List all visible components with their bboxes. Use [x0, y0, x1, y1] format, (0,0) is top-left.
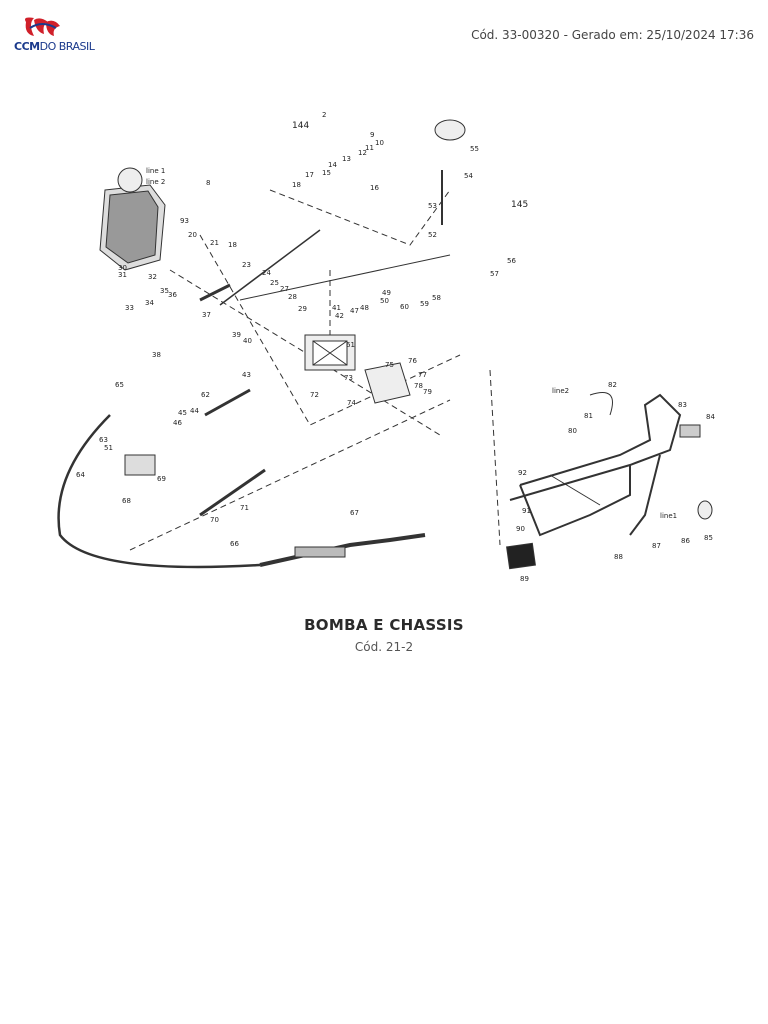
svg-text:72: 72: [310, 391, 319, 399]
svg-text:10: 10: [375, 139, 384, 147]
svg-text:82: 82: [608, 381, 617, 389]
svg-text:84: 84: [706, 413, 715, 421]
svg-text:46: 46: [173, 419, 182, 427]
svg-text:53: 53: [428, 202, 437, 210]
svg-text:81: 81: [584, 412, 593, 420]
svg-text:77: 77: [418, 371, 427, 379]
svg-text:33: 33: [125, 304, 134, 312]
svg-text:71: 71: [240, 504, 249, 512]
svg-text:41: 41: [332, 304, 341, 312]
brand-name-light: DO BRASIL: [39, 40, 95, 53]
svg-text:50: 50: [380, 297, 389, 305]
svg-text:93: 93: [180, 217, 189, 225]
brand-name-bold: CCM: [14, 40, 40, 53]
svg-text:38: 38: [152, 351, 161, 359]
svg-text:66: 66: [230, 540, 239, 548]
ccm-logo-icon: [25, 17, 60, 36]
svg-text:24: 24: [262, 269, 271, 277]
svg-text:68: 68: [122, 497, 131, 505]
svg-text:70: 70: [210, 516, 219, 524]
svg-text:79: 79: [423, 388, 432, 396]
svg-text:92: 92: [518, 469, 527, 477]
svg-text:60: 60: [400, 303, 409, 311]
svg-text:25: 25: [270, 279, 279, 287]
svg-text:83: 83: [678, 401, 687, 409]
svg-text:58: 58: [432, 294, 441, 302]
diagram-title: BOMBA E CHASSIS: [304, 616, 464, 634]
svg-text:80: 80: [568, 427, 577, 435]
svg-text:12: 12: [358, 149, 367, 157]
svg-text:9: 9: [370, 131, 374, 139]
svg-text:87: 87: [652, 542, 661, 550]
svg-text:28: 28: [288, 293, 297, 301]
svg-text:56: 56: [507, 257, 516, 265]
svg-text:52: 52: [428, 231, 437, 239]
svg-text:42: 42: [335, 312, 344, 320]
svg-text:69: 69: [157, 475, 166, 483]
document-meta: Cód. 33-00320 - Gerado em: 25/10/2024 17…: [471, 28, 754, 42]
svg-text:16: 16: [370, 184, 379, 192]
svg-text:73: 73: [344, 374, 353, 382]
exploded-parts-diagram: 144 2 9 10 11 12 13 14 15 17 18 16 8 lin…: [57, 111, 715, 583]
svg-text:43: 43: [242, 371, 251, 379]
svg-text:62: 62: [201, 391, 210, 399]
svg-text:line2: line2: [552, 387, 569, 395]
svg-text:2: 2: [322, 111, 326, 119]
svg-text:76: 76: [408, 357, 417, 365]
svg-text:8: 8: [206, 179, 210, 187]
svg-text:27: 27: [280, 285, 289, 293]
svg-text:31: 31: [118, 271, 127, 279]
svg-text:18: 18: [292, 181, 301, 189]
svg-text:65: 65: [115, 381, 124, 389]
svg-text:line 2: line 2: [146, 178, 165, 186]
svg-text:55: 55: [470, 145, 479, 153]
svg-text:44: 44: [190, 407, 199, 415]
svg-text:11: 11: [365, 144, 374, 152]
svg-text:35: 35: [160, 287, 169, 295]
svg-text:line 1: line 1: [146, 167, 165, 175]
svg-text:145: 145: [511, 200, 528, 210]
svg-text:40: 40: [243, 337, 252, 345]
svg-text:23: 23: [242, 261, 251, 269]
svg-text:86: 86: [681, 537, 690, 545]
svg-text:144: 144: [292, 121, 309, 131]
svg-text:54: 54: [464, 172, 473, 180]
svg-text:59: 59: [420, 300, 429, 308]
svg-text:34: 34: [145, 299, 154, 307]
svg-text:89: 89: [520, 575, 529, 583]
svg-text:74: 74: [347, 399, 356, 407]
svg-text:67: 67: [350, 509, 359, 517]
svg-text:20: 20: [188, 231, 197, 239]
svg-text:75: 75: [385, 361, 394, 369]
svg-text:32: 32: [148, 273, 157, 281]
svg-text:29: 29: [298, 305, 307, 313]
svg-text:18: 18: [228, 241, 237, 249]
svg-text:36: 36: [168, 291, 177, 299]
svg-text:63: 63: [99, 436, 108, 444]
svg-text:21: 21: [210, 239, 219, 247]
diagram-code: Cód. 21-2: [354, 640, 414, 654]
svg-text:17: 17: [305, 171, 314, 179]
svg-text:85: 85: [704, 534, 713, 542]
svg-text:51: 51: [104, 444, 113, 452]
svg-text:14: 14: [328, 161, 337, 169]
svg-text:47: 47: [350, 307, 359, 315]
svg-text:90: 90: [516, 525, 525, 533]
svg-text:91: 91: [522, 507, 531, 515]
svg-text:48: 48: [360, 304, 369, 312]
brand-name: CCMDO BRASIL: [14, 40, 95, 53]
svg-text:78: 78: [414, 382, 423, 390]
svg-text:88: 88: [614, 553, 623, 561]
svg-text:13: 13: [342, 155, 351, 163]
svg-text:39: 39: [232, 331, 241, 339]
svg-text:37: 37: [202, 311, 211, 319]
svg-text:15: 15: [322, 169, 331, 177]
svg-text:45: 45: [178, 409, 187, 417]
svg-text:61: 61: [346, 341, 355, 349]
svg-text:49: 49: [382, 289, 391, 297]
svg-text:57: 57: [490, 270, 499, 278]
svg-text:30: 30: [118, 264, 127, 272]
svg-text:64: 64: [76, 471, 85, 479]
svg-text:line1: line1: [660, 512, 677, 520]
